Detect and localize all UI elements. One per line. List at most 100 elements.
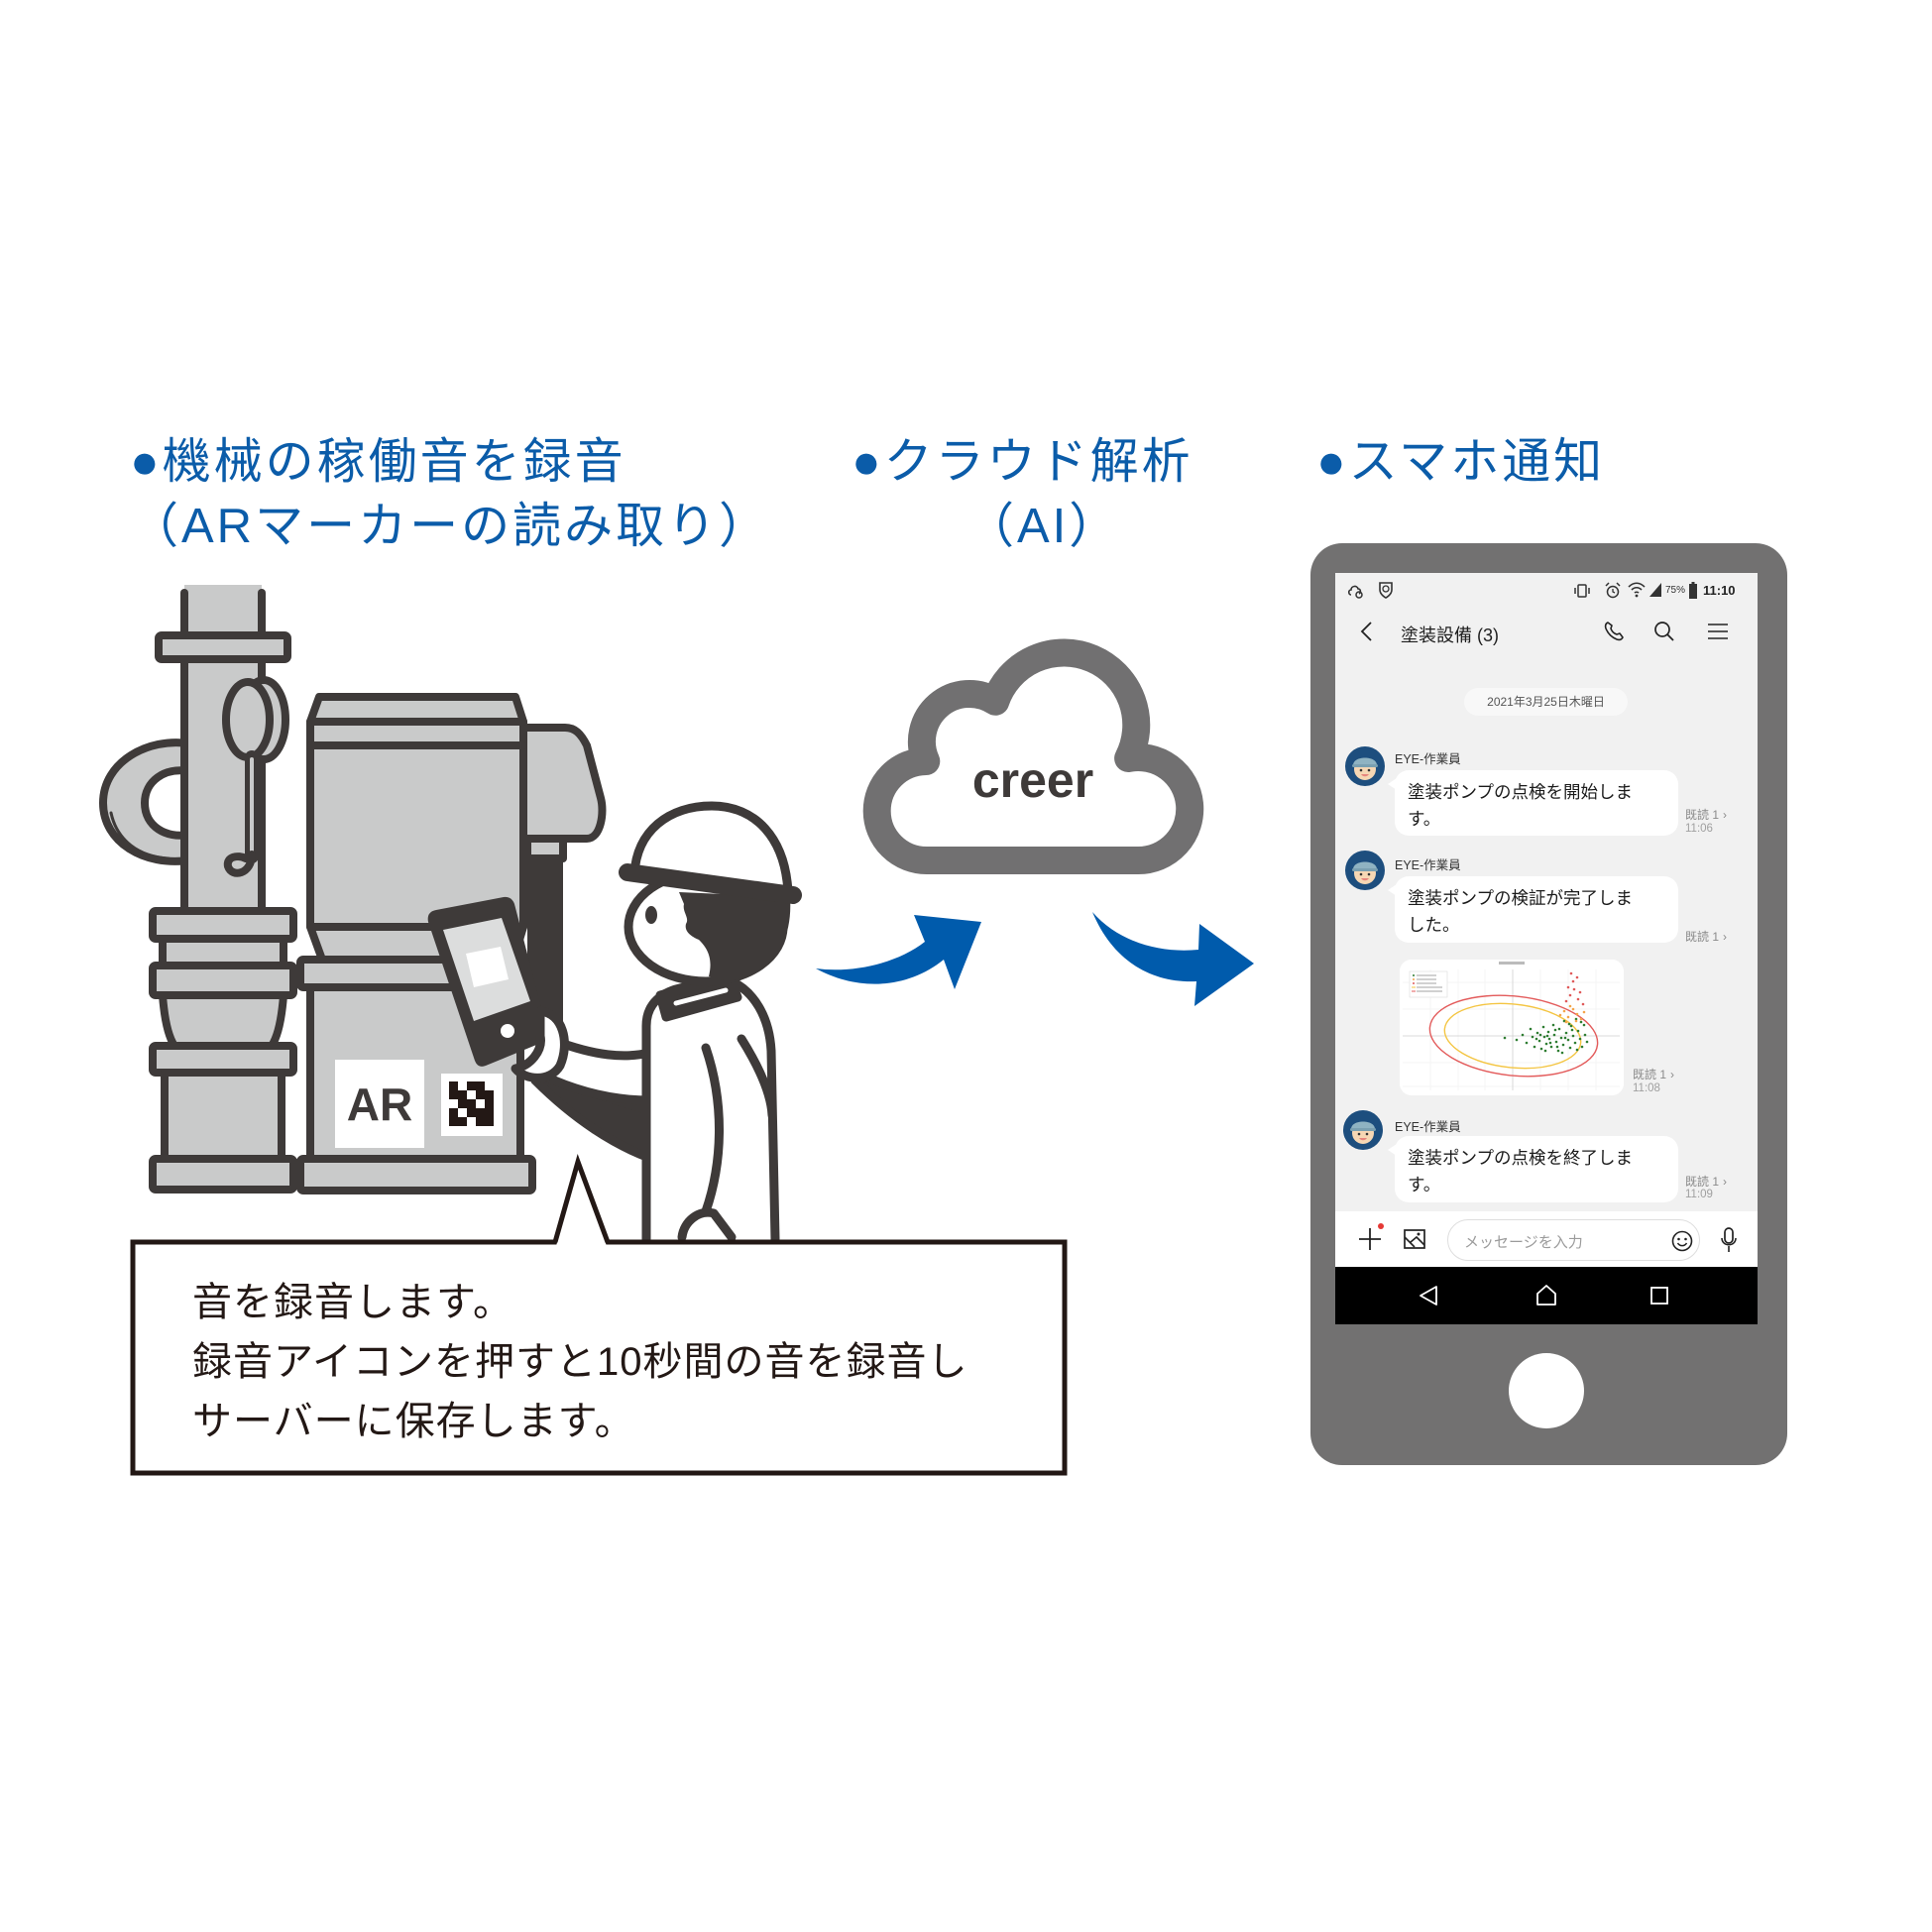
shield-icon	[1379, 582, 1393, 599]
chevron-right-icon: ›	[1670, 1068, 1675, 1081]
message-line: 塗装ポンプの点検を開始しま	[1408, 782, 1633, 802]
battery-percent: 75%	[1665, 585, 1686, 596]
speech-line: 音を録音します。	[192, 1281, 513, 1324]
image-message-chart[interactable]	[1400, 960, 1624, 1095]
chart-point	[1558, 1013, 1562, 1017]
step-2-subtitle: （AI）	[966, 500, 1121, 553]
pump-hood	[519, 724, 607, 843]
back-icon[interactable]	[1418, 1285, 1439, 1307]
helmet-brim	[619, 863, 802, 904]
chart-point	[1561, 1043, 1565, 1047]
cloud-label: creer	[972, 752, 1093, 808]
ar-label-plate	[335, 1060, 424, 1148]
read-receipt[interactable]: 既読 1›	[1685, 806, 1727, 823]
smartphone-frame: 75% 11:10 塗装設備 (3)	[1310, 543, 1787, 1465]
sender-name: EYE-作業員	[1395, 1120, 1461, 1134]
chart-point	[1572, 987, 1576, 991]
speech-line: サーバーに保存します。	[192, 1400, 635, 1443]
chart-point	[1535, 1031, 1539, 1035]
chart-point	[1564, 1020, 1568, 1024]
chart-point	[1533, 1045, 1536, 1049]
worker-illustration	[530, 801, 802, 1244]
search-icon[interactable]	[1653, 621, 1675, 642]
chart-point	[1578, 990, 1582, 994]
chart-point	[1537, 1039, 1541, 1043]
physical-home-button[interactable]	[1509, 1353, 1584, 1428]
chart-point	[1553, 1028, 1557, 1032]
chart-point	[1555, 1045, 1559, 1049]
chart-point	[1573, 1041, 1577, 1045]
chart-point	[1567, 1022, 1571, 1026]
chart-point	[1538, 1033, 1542, 1037]
mic-icon[interactable]	[1721, 1227, 1737, 1253]
home-icon[interactable]	[1535, 1284, 1557, 1306]
avatar[interactable]	[1345, 746, 1385, 786]
chart-point	[1549, 1045, 1553, 1049]
chart-point	[1568, 1004, 1572, 1008]
message-input-placeholder: メッセージを入力	[1464, 1234, 1583, 1251]
phone-icon[interactable]	[1603, 621, 1625, 642]
message-time: 11:06	[1685, 823, 1713, 835]
step-3-title: ●スマホ通知	[1316, 435, 1606, 489]
worker-hair	[679, 892, 791, 981]
read-receipt[interactable]: 既読 1›	[1633, 1066, 1674, 1082]
chart-point	[1574, 1017, 1578, 1021]
message-line: した。	[1408, 915, 1460, 935]
chat-header: 塗装設備 (3)	[1335, 610, 1758, 654]
pipe-elbow	[99, 739, 192, 865]
message-line: 塗装ポンプの検証が完了しま	[1408, 888, 1633, 908]
chart-point	[1574, 1019, 1578, 1023]
chart-point	[1556, 1049, 1560, 1053]
message-input[interactable]: メッセージを入力	[1447, 1219, 1700, 1261]
chart-point	[1525, 1041, 1529, 1045]
speech-bubble-frame	[130, 1153, 1068, 1476]
pipe-top-flange	[155, 631, 291, 663]
chart-point	[1566, 1015, 1570, 1019]
chevron-right-icon: ›	[1723, 930, 1728, 944]
android-nav-bar	[1335, 1267, 1758, 1324]
chart-point	[1568, 993, 1572, 997]
chart-point	[1571, 979, 1575, 983]
message-time: 11:09	[1685, 1189, 1713, 1200]
chart-point	[1582, 1023, 1586, 1027]
chart-point	[1579, 1017, 1583, 1021]
plus-icon[interactable]	[1359, 1227, 1383, 1251]
chart-point	[1529, 1027, 1533, 1031]
ar-label-text: AR	[347, 1079, 412, 1130]
image-icon[interactable]	[1404, 1229, 1425, 1249]
date-separator: 2021年3月25日木曜日	[1464, 688, 1628, 716]
chart-point	[1534, 1037, 1538, 1041]
chart-point	[1560, 1051, 1564, 1055]
chart-point	[1543, 1049, 1547, 1053]
cloud-icon: creer	[862, 638, 1204, 875]
pump-base-plate	[296, 1155, 536, 1194]
chat-title: 塗装設備 (3)	[1401, 625, 1499, 645]
chevron-left-icon[interactable]	[1359, 621, 1375, 642]
read-receipt[interactable]: 既読 1›	[1685, 1173, 1727, 1190]
chart-point	[1531, 1035, 1534, 1039]
emoji-icon[interactable]	[1671, 1230, 1693, 1252]
sender-name: EYE-作業員	[1395, 858, 1461, 872]
avatar[interactable]	[1343, 1110, 1383, 1150]
message-line: す。	[1408, 1175, 1441, 1194]
message-bubble: 塗装ポンプの検証が完了しま した。	[1388, 876, 1678, 943]
chevron-right-icon: ›	[1723, 1175, 1728, 1189]
message-input-bar: メッセージを入力	[1335, 1211, 1758, 1267]
chart-title-mark	[1499, 962, 1525, 965]
chart-legend	[1409, 970, 1448, 998]
chart-point	[1559, 1036, 1563, 1040]
signal-icon	[1649, 583, 1661, 597]
avatar[interactable]	[1345, 851, 1385, 890]
read-receipt[interactable]: 既読 1›	[1685, 928, 1727, 945]
menu-icon[interactable]	[1707, 622, 1729, 641]
scatter-chart-thumbnail	[1400, 960, 1624, 1095]
chart-point	[1581, 1002, 1585, 1006]
chart-boundary	[1443, 1002, 1582, 1070]
recents-icon[interactable]	[1650, 1287, 1668, 1305]
speech-bubble-text: 音を録音します。 録音アイコンを押すと10秒間の音を録音し サーバーに保存します…	[192, 1273, 968, 1451]
chart-point	[1566, 985, 1570, 989]
chart-scatter-points	[1503, 971, 1589, 1055]
status-time: 11:10	[1703, 583, 1736, 598]
handheld-phone-icon	[427, 896, 569, 1082]
chart-point	[1569, 1024, 1573, 1028]
